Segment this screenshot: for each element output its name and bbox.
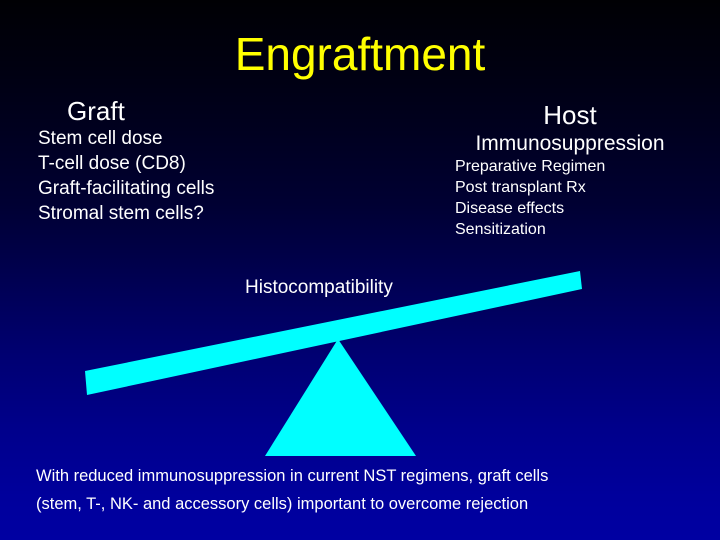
graft-list: Stem cell dose T-cell dose (CD8) Graft-f…	[38, 126, 338, 226]
list-item: Disease effects	[455, 200, 565, 217]
histocompatibility-label: Histocompatibility	[245, 277, 393, 298]
page-title: Engraftment	[234, 28, 486, 80]
list-item: T-cell dose (CD8)	[38, 153, 186, 174]
graft-heading: Graft	[67, 96, 125, 126]
list-item: Sensitization	[455, 221, 546, 238]
host-column: Host Immunosuppression Preparative Regim…	[425, 100, 715, 240]
footnote-line: With reduced immunosuppression in curren…	[36, 467, 549, 485]
host-list: Preparative Regimen Post transplant Rx D…	[425, 156, 715, 240]
footnote-line: (stem, T-, NK- and accessory cells) impo…	[36, 495, 529, 513]
host-subheading: Immunosuppression	[475, 132, 665, 155]
list-item: Stromal stem cells?	[38, 203, 204, 224]
list-item: Preparative Regimen	[455, 158, 606, 175]
list-item: Stem cell dose	[38, 128, 163, 149]
footnote: With reduced immunosuppression in curren…	[36, 462, 696, 518]
graft-column: Graft Stem cell dose T-cell dose (CD8) G…	[38, 96, 338, 226]
list-item: Graft-facilitating cells	[38, 178, 215, 199]
list-item: Post transplant Rx	[455, 179, 586, 196]
host-heading: Host	[543, 100, 597, 130]
fulcrum-triangle-shape	[265, 339, 416, 456]
